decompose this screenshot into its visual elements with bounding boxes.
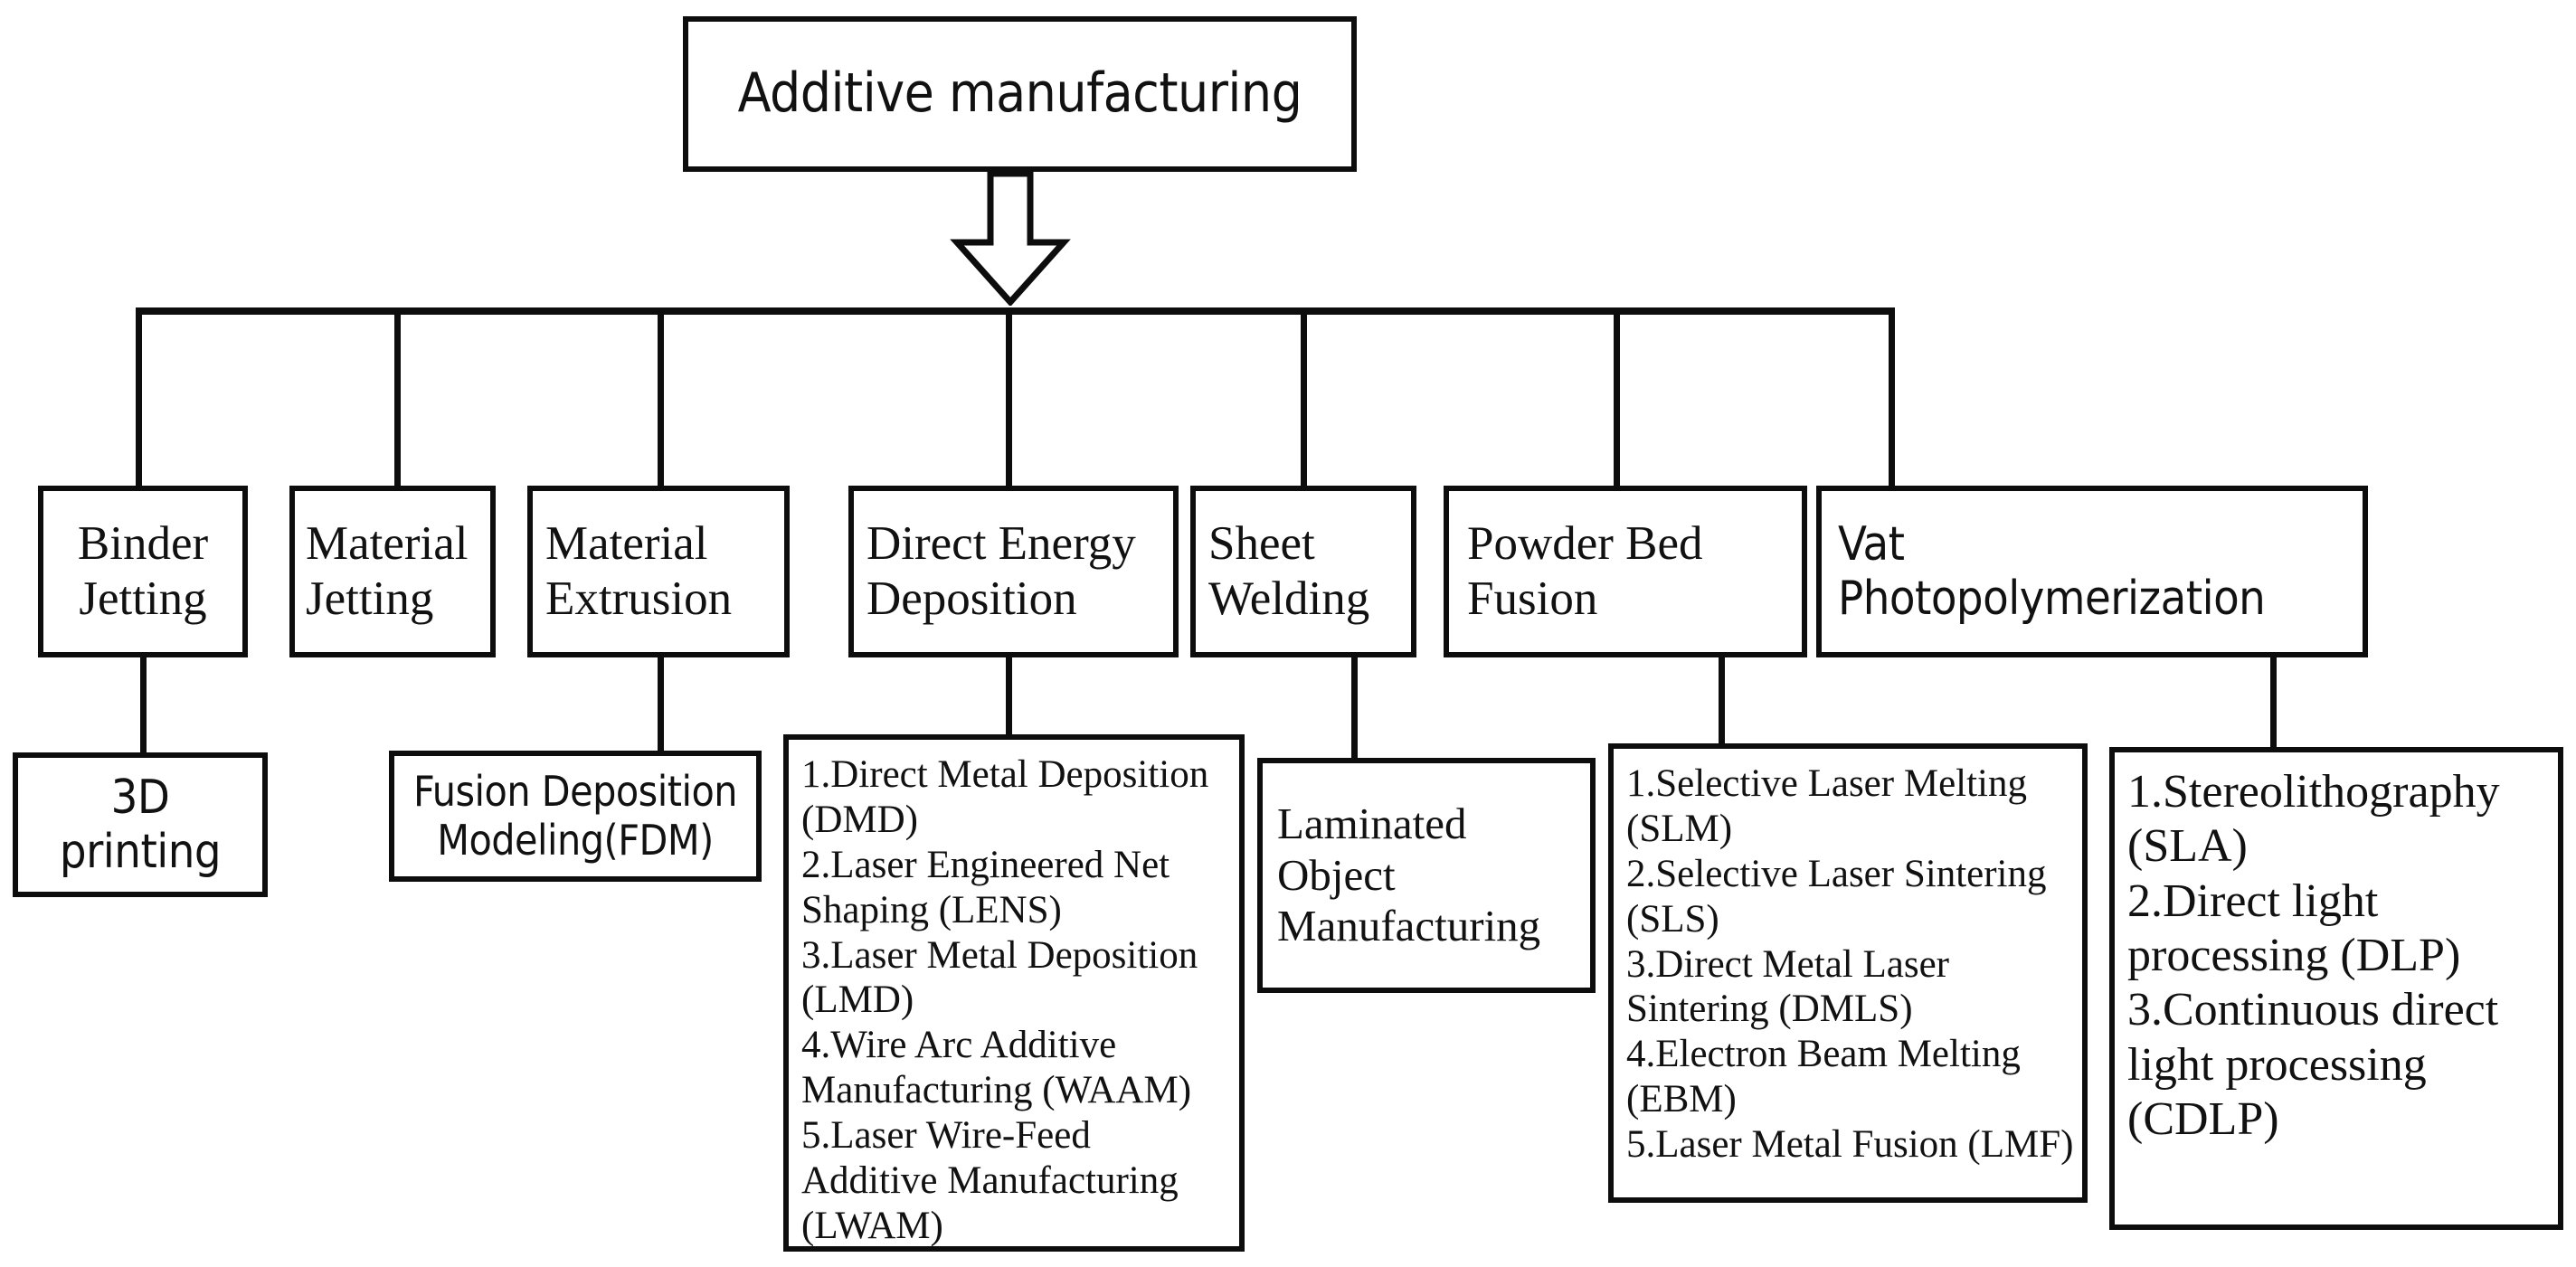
node-label: Direct Energy Deposition bbox=[867, 516, 1136, 625]
connector-bus-to-material-jetting bbox=[394, 307, 401, 488]
list-item: 3.Direct Metal Laser Sintering (DMLS) bbox=[1626, 942, 1949, 1031]
node-label: Sheet Welding bbox=[1208, 516, 1370, 625]
list-item: 1.Stereolithography (SLA) bbox=[2127, 766, 2500, 873]
node-label: Additive manufacturing bbox=[737, 61, 1302, 126]
connector-bus-to-direct-energy-deposition bbox=[1006, 307, 1012, 488]
node-label: Binder Jetting bbox=[77, 516, 209, 625]
connector-binder-jetting-to-3d-printing bbox=[140, 657, 147, 754]
connector-material-extrusion-to-fdm bbox=[658, 657, 664, 754]
node-label: Material Jetting bbox=[306, 516, 469, 625]
node-label: Vat Photopolymerization bbox=[1838, 516, 2266, 626]
node-label: Material Extrusion bbox=[545, 516, 733, 625]
node-binder-jetting[interactable]: Binder Jetting bbox=[38, 486, 248, 657]
node-additive-manufacturing[interactable]: Additive manufacturing bbox=[683, 16, 1357, 172]
node-label: Fusion Deposition Modeling(FDM) bbox=[412, 767, 738, 865]
connector-sheet-welding-to-lom bbox=[1351, 657, 1358, 759]
connector-bus-to-sheet-welding bbox=[1301, 307, 1307, 488]
node-sheet-welding[interactable]: Sheet Welding bbox=[1190, 486, 1416, 657]
list-item: 2.Selective Laser Sintering (SLS) bbox=[1626, 852, 2047, 941]
list-item: 3.Laser Metal Deposition (LMD) bbox=[801, 933, 1198, 1022]
list-item: 5.Laser Metal Fusion (LMF) bbox=[1626, 1123, 2074, 1166]
node-material-extrusion[interactable]: Material Extrusion bbox=[527, 486, 790, 657]
node-vat-photopolymerization[interactable]: Vat Photopolymerization bbox=[1816, 486, 2368, 657]
node-label: 3D printing bbox=[59, 770, 222, 879]
connector-pbf-to-pbf-list bbox=[1719, 657, 1725, 744]
list-item: 4.Electron Beam Melting (EBM) bbox=[1626, 1033, 2021, 1121]
connector-bus-horizontal bbox=[136, 307, 1895, 315]
connector-bus-to-vat-photopolymerization bbox=[1889, 307, 1895, 488]
node-laminated-object-manufacturing[interactable]: Laminated Object Manufacturing bbox=[1257, 758, 1596, 993]
node-label: Laminated Object Manufacturing bbox=[1277, 798, 1541, 951]
connector-bus-to-material-extrusion bbox=[658, 307, 664, 488]
list-item: 2.Direct light processing (DLP) bbox=[2127, 875, 2461, 981]
list-item: 1.Direct Metal Deposition (DMD) bbox=[801, 753, 1209, 841]
node-fusion-deposition-modeling[interactable]: Fusion Deposition Modeling(FDM) bbox=[389, 751, 762, 882]
node-powder-bed-fusion[interactable]: Powder Bed Fusion bbox=[1444, 486, 1807, 657]
connector-bus-to-powder-bed-fusion bbox=[1614, 307, 1620, 488]
list-item: 1.Selective Laser Melting (SLM) bbox=[1626, 762, 2027, 850]
node-direct-energy-deposition[interactable]: Direct Energy Deposition bbox=[848, 486, 1179, 657]
node-label: Powder Bed Fusion bbox=[1467, 516, 1703, 625]
connector-bus-to-binder-jetting bbox=[136, 307, 142, 488]
node-ded-process-list[interactable]: 1.Direct Metal Deposition (DMD) 2.Laser … bbox=[783, 734, 1245, 1252]
node-vat-process-list[interactable]: 1.Stereolithography (SLA) 2.Direct light… bbox=[2109, 747, 2563, 1230]
list-item: 2.Laser Engineered Net Shaping (LENS) bbox=[801, 843, 1170, 931]
connector-vat-to-vat-list bbox=[2270, 657, 2277, 748]
down-block-arrow-icon bbox=[950, 172, 1071, 306]
list-item: 5.Laser Wire-Feed Additive Manufacturing… bbox=[801, 1114, 1179, 1247]
list-item: 3.Continuous direct light processing (CD… bbox=[2127, 984, 2499, 1145]
node-pbf-process-list[interactable]: 1.Selective Laser Melting (SLM) 2.Select… bbox=[1608, 743, 2088, 1203]
node-material-jetting[interactable]: Material Jetting bbox=[289, 486, 496, 657]
connector-ded-to-ded-list bbox=[1006, 657, 1012, 737]
node-3d-printing[interactable]: 3D printing bbox=[13, 752, 268, 897]
list-item: 4.Wire Arc Additive Manufacturing (WAAM) bbox=[801, 1024, 1192, 1112]
